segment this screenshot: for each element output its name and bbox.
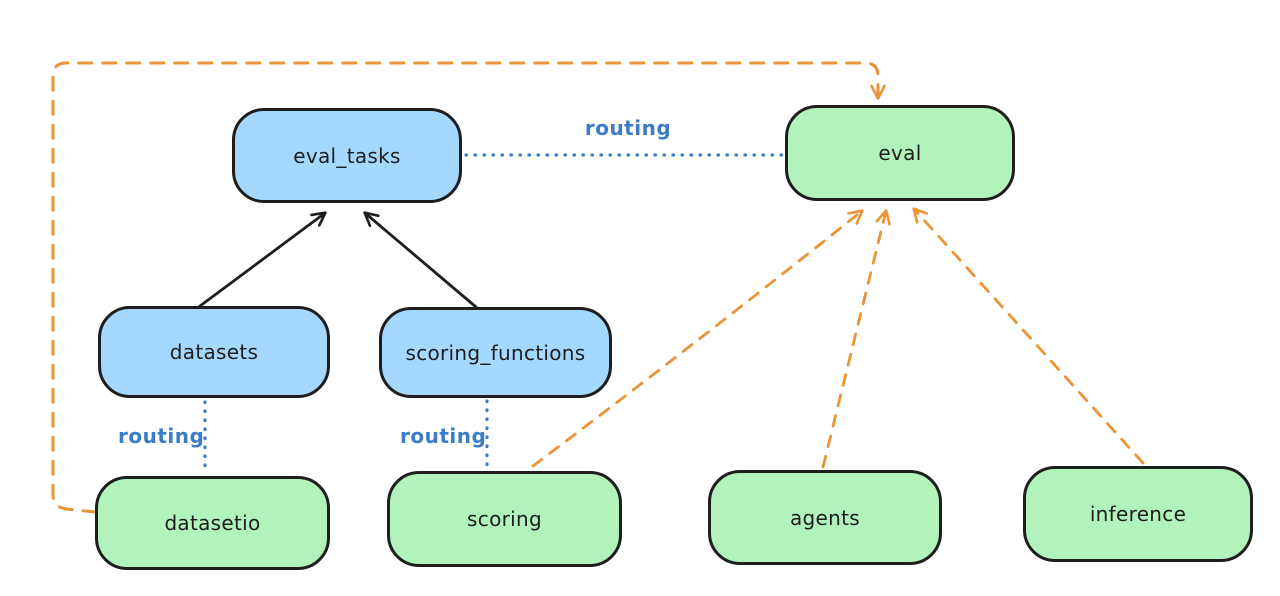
- node-scoring-functions: scoring_functions: [379, 307, 612, 398]
- edge-datasetio-eval: [51, 61, 886, 514]
- node-datasetio: datasetio: [95, 476, 330, 570]
- edge-label-routing-left: routing: [118, 424, 205, 448]
- edge-label-routing-top: routing: [584, 116, 672, 140]
- node-eval: eval: [785, 105, 1015, 201]
- node-agents: agents: [708, 470, 942, 565]
- node-inference: inference: [1023, 466, 1253, 562]
- node-datasets: datasets: [98, 306, 330, 398]
- node-eval-tasks: eval_tasks: [232, 108, 462, 203]
- edge-agents-eval: [821, 209, 891, 469]
- edge-datasets-evaltasks: [198, 211, 327, 308]
- edge-scoring-eval: [531, 209, 864, 468]
- edge-label-routing-middle: routing: [400, 424, 487, 448]
- node-scoring: scoring: [387, 471, 622, 567]
- edge-scoringfunctions-evaltasks: [363, 211, 478, 309]
- edge-inference-eval: [912, 207, 1145, 465]
